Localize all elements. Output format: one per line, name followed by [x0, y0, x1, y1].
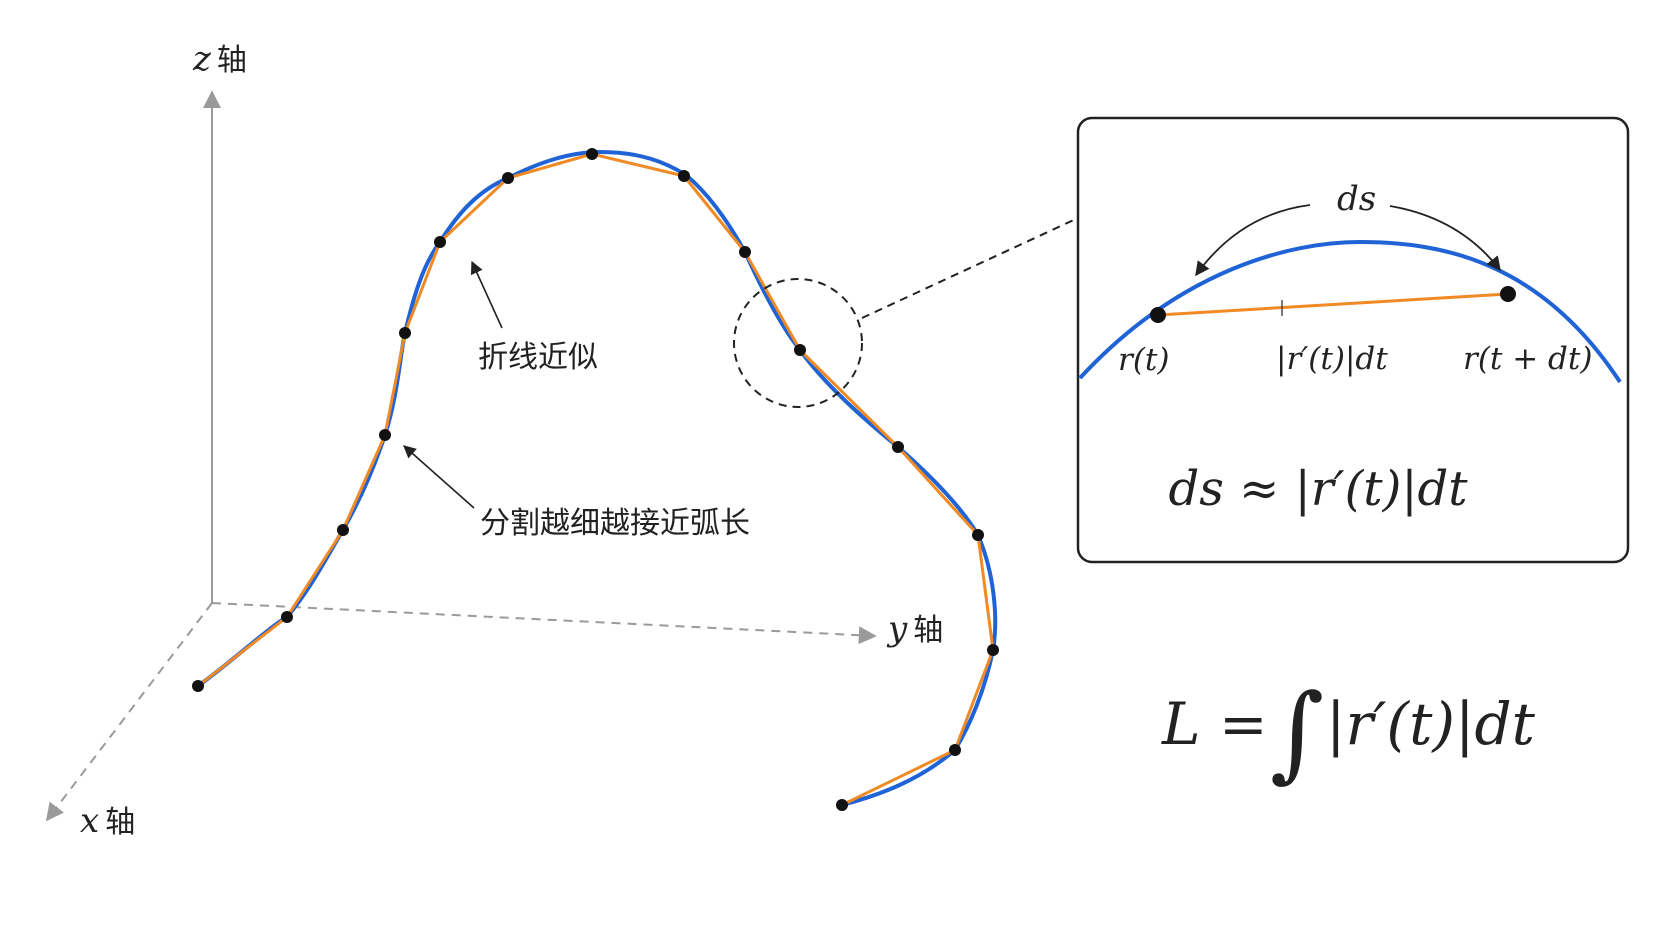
partition-points [192, 148, 999, 811]
formula-lhs: L = [1161, 690, 1268, 758]
partition-point [586, 148, 598, 160]
inset-point-end [1500, 286, 1516, 302]
zoom-leader-line [861, 217, 1079, 319]
partition-point [399, 327, 411, 339]
finer-partition-label: 分割越细越接近弧长 [480, 506, 750, 541]
arc-length-formula: L = ∫ |r′(t)|dt [1161, 671, 1536, 793]
inset-point-start [1150, 307, 1166, 323]
r-t-label: r(t) [1118, 342, 1169, 378]
integral-sign: ∫ [1270, 671, 1324, 793]
polyline-approximation [197, 152, 995, 807]
partition-point [434, 236, 446, 248]
chord-length-label: |r′(t)|dt [1276, 341, 1388, 377]
partition-point [972, 529, 984, 541]
ds-arrow-right [1389, 205, 1501, 272]
inset-box: ds r(t) |r′(t)|dt r(t + dt) ds ≈ |r′(t)|… [1076, 116, 1630, 564]
finer-partition-arrow [403, 445, 475, 509]
inset-frame [1076, 116, 1630, 564]
ds-approx-formula: ds ≈ |r′(t)|dt [1168, 461, 1468, 517]
partition-point [337, 524, 349, 536]
partition-point [892, 441, 904, 453]
partition-point [502, 172, 514, 184]
formula-rhs: |r′(t)|dt [1326, 690, 1536, 758]
partition-point [739, 246, 751, 258]
inset-curve [1078, 239, 1622, 384]
partition-point [949, 744, 961, 756]
y-axis [211, 602, 877, 645]
partition-point [379, 429, 391, 441]
partition-point [794, 344, 806, 356]
partition-point [987, 644, 999, 656]
x-axis [45, 602, 213, 822]
partition-point [836, 799, 848, 811]
space-curve [196, 149, 998, 807]
partition-point [281, 611, 293, 623]
r-t-dt-label: r(t + dt) [1463, 341, 1592, 377]
partition-point [192, 680, 204, 692]
ds-arrow-left [1195, 204, 1311, 277]
zoom-region-circle [733, 278, 863, 408]
inset-chord [1157, 292, 1509, 317]
annotations: 折线近似 分割越细越接近弧长 [403, 260, 750, 541]
partition-point [678, 170, 690, 182]
polyline-annotation-arrow [470, 260, 503, 329]
polyline-annotation-label: 折线近似 [478, 340, 598, 375]
ds-label: ds [1337, 179, 1376, 219]
